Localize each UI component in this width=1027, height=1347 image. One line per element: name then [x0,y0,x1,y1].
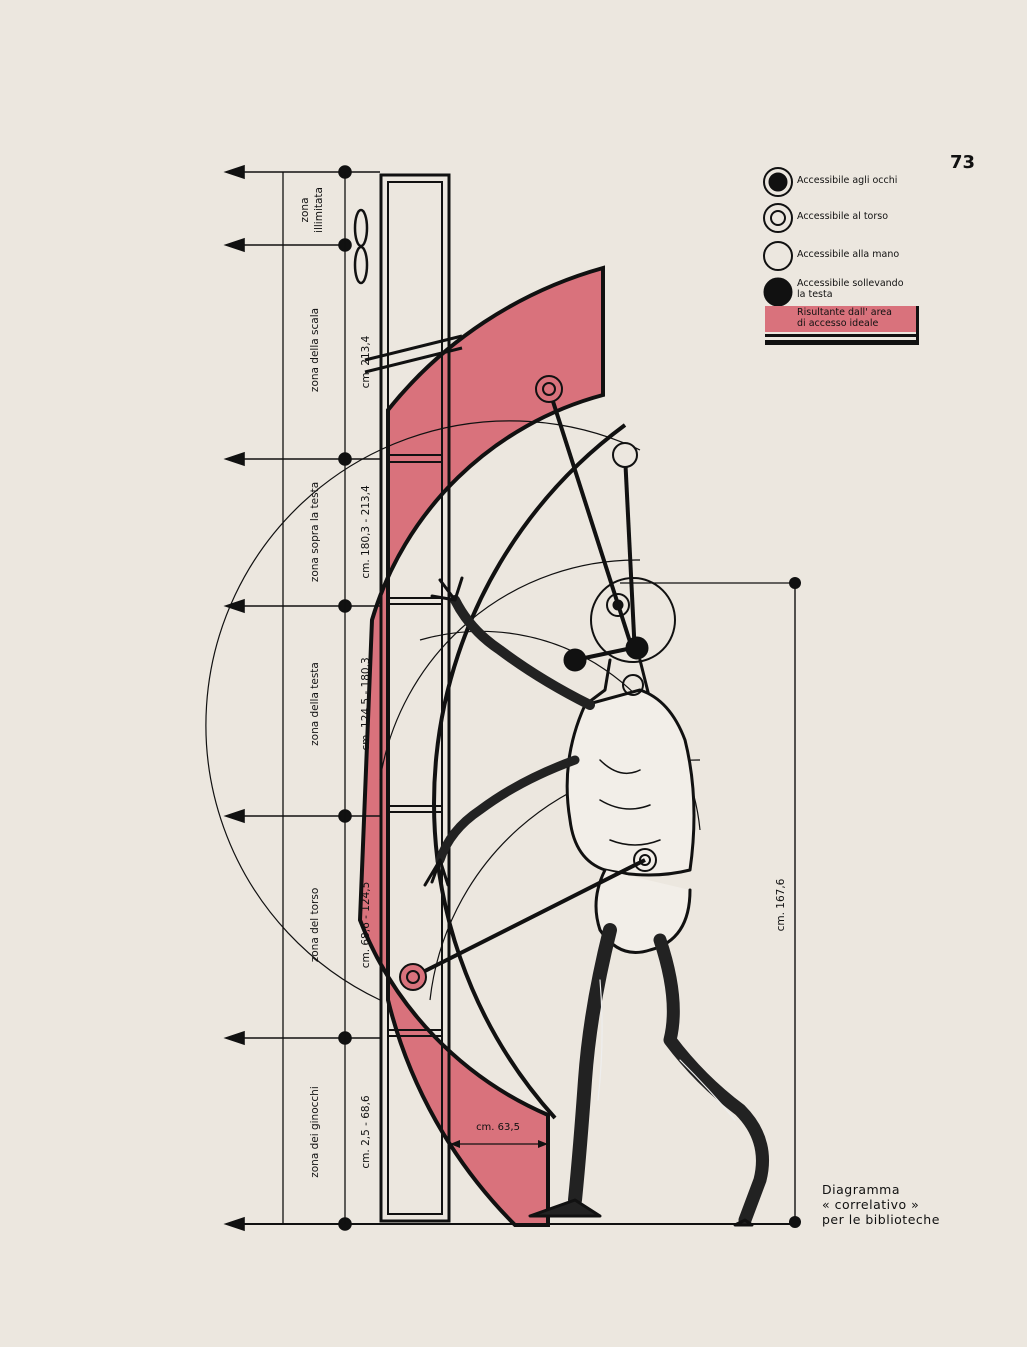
zone-label-illimitata-2: illimitata [313,187,325,233]
legend-result-label-1: Risultante dall' area [797,307,892,318]
legend-item-result: Risultante dall' area di accesso ideale [765,306,917,332]
head-access-point [564,649,586,671]
legend-result-label-2: di accesso ideale [797,318,892,329]
hand-access-point [613,443,637,467]
zone-label-illimitata-1: zona [299,197,311,222]
ideal-access-band [360,268,603,1225]
legend-eyes-label: Accessibile agli occhi [797,175,897,186]
legend-head-label-2: la testa [797,289,904,300]
legend-hand-label: Accessibile alla mano [797,249,899,260]
caption-line-2: « correlativo » [822,1197,972,1212]
legend-side-bar [916,306,919,342]
legend-item-torso: Accessibile al torso [762,203,927,233]
height-markers [226,166,380,1230]
legend-torso-label: Accessibile al torso [797,211,888,222]
zone-range-ginocchi: cm. 2,5 - 68,6 [360,1095,372,1169]
eyes-access-point [536,376,562,402]
legend-underline-thick [765,340,919,345]
caption-line-3: per le biblioteche [822,1212,972,1227]
zone-range-testa: cm. 124,5 - 180,3 [360,657,372,750]
zone-label-ginocchi: zona dei ginocchi [309,1086,321,1178]
zone-label-scala: zona della scala [309,308,321,392]
zone-range-sopra-testa: cm. 180,3 - 213,4 [360,485,372,579]
eye-height-label: cm. 167,6 [775,878,787,931]
infinity-icon [355,210,367,283]
legend-item-eyes: Accessibile agli occhi [762,167,927,197]
legend-underline-thin [765,334,919,337]
figure-caption: Diagramma « correlativo » per le bibliot… [822,1182,972,1227]
reach-depth-label: cm. 63,5 [476,1122,520,1133]
zone-labels: zona illimitata zona della scala zona so… [299,187,372,1178]
zone-label-testa: zona della testa [309,662,321,746]
zone-range-torso: cm. 68,6 - 124,5 [360,882,372,969]
zone-label-torso: zona del torso [309,888,321,963]
torso-access-point [400,964,426,990]
eye-origin-point [626,637,648,659]
zone-range-scala: cm. 213,4 [360,335,372,388]
legend-item-hand: Accessibile alla mano [762,241,927,271]
zone-label-sopra-testa: zona sopra la testa [309,482,321,582]
eye-origin-ring [607,594,629,616]
legend-item-head: Accessibile sollevando la testa [762,270,927,300]
caption-line-1: Diagramma [822,1182,972,1197]
legend-head-label-1: Accessibile sollevando [797,278,904,289]
